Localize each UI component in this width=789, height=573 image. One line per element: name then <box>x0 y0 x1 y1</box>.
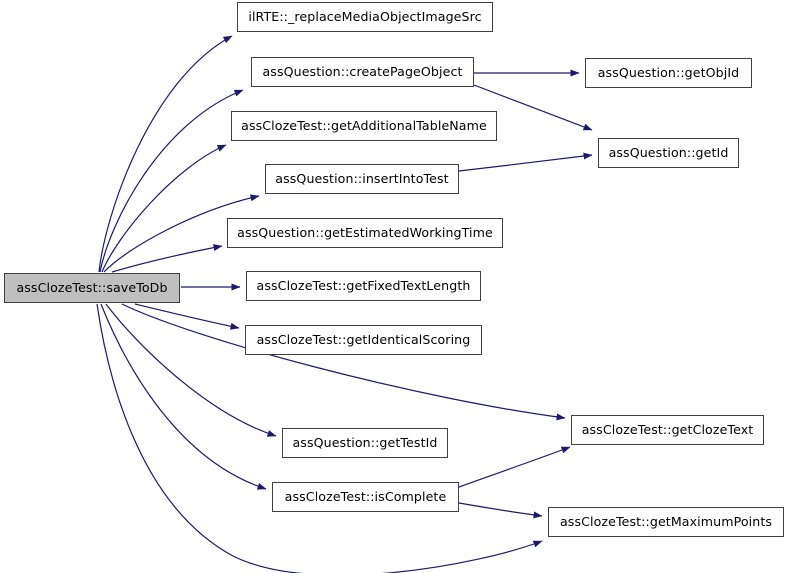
graph-edge-createPageObject-to-getId <box>473 84 593 131</box>
graph-node-saveToDb[interactable]: assClozeTest::saveToDb <box>4 273 180 303</box>
graph-node-label: assQuestion::getId <box>608 144 729 160</box>
graph-node-label: assQuestion::getEstimatedWorkingTime <box>237 224 493 240</box>
graph-edge-saveToDb-to-insertIntoTest <box>103 194 260 273</box>
graph-node-label: assQuestion::getObjId <box>597 64 740 80</box>
graph-edge-isComplete-to-getMaximumPoints <box>458 502 543 519</box>
graph-node-getId[interactable]: assQuestion::getId <box>598 138 739 168</box>
graph-node-getTestId[interactable]: assQuestion::getTestId <box>282 428 448 458</box>
graph-edge-saveToDb-to-isComplete <box>100 303 267 490</box>
graph-edge-saveToDb-to-getIdenticalScoring <box>134 303 240 330</box>
graph-node-getFixedTextLength[interactable]: assClozeTest::getFixedTextLength <box>246 271 481 301</box>
graph-edge-saveToDb-to-getMaximumPoints <box>96 303 543 573</box>
graph-edge-insertIntoTest-to-getId <box>458 152 593 172</box>
graph-edge-saveToDb-to-getEstimatedWorkingTime <box>111 244 223 273</box>
graph-edge-saveToDb-to-getTestId <box>105 303 277 437</box>
graph-edge-saveToDb-to-getClozeText <box>121 303 566 421</box>
graph-node-getMaximumPoints[interactable]: assClozeTest::getMaximumPoints <box>548 507 784 537</box>
graph-node-label: assClozeTest::getClozeText <box>581 421 754 437</box>
graph-edge-saveToDb-to-replaceMediaObjectImageSrc <box>98 35 233 273</box>
graph-node-label: assClozeTest::getFixedTextLength <box>256 277 471 293</box>
graph-edge-saveToDb-to-getAdditionalTableName <box>101 144 227 273</box>
graph-node-label: assClozeTest::getIdenticalScoring <box>256 331 471 347</box>
graph-node-getObjId[interactable]: assQuestion::getObjId <box>585 58 752 88</box>
graph-edge-isComplete-to-getClozeText <box>458 446 571 488</box>
graph-node-label: assClozeTest::isComplete <box>284 488 447 504</box>
graph-node-label: ilRTE::_replaceMediaObjectImageSrc <box>248 8 482 24</box>
graph-node-label: assClozeTest::getAdditionalTableName <box>241 117 487 133</box>
graph-node-getAdditionalTableName[interactable]: assClozeTest::getAdditionalTableName <box>231 111 497 141</box>
graph-node-label: assClozeTest::getMaximumPoints <box>559 513 773 529</box>
graph-node-label: assQuestion::getTestId <box>292 434 438 450</box>
graph-node-getEstimatedWorkingTime[interactable]: assQuestion::getEstimatedWorkingTime <box>227 218 503 248</box>
graph-node-replaceMediaObjectImageSrc[interactable]: ilRTE::_replaceMediaObjectImageSrc <box>237 2 493 32</box>
graph-node-getClozeText[interactable]: assClozeTest::getClozeText <box>571 415 764 445</box>
graph-node-insertIntoTest[interactable]: assQuestion::insertIntoTest <box>265 164 459 194</box>
graph-node-createPageObject[interactable]: assQuestion::createPageObject <box>251 57 474 87</box>
graph-node-isComplete[interactable]: assClozeTest::isComplete <box>272 482 459 512</box>
graph-node-getIdenticalScoring[interactable]: assClozeTest::getIdenticalScoring <box>245 325 482 355</box>
graph-node-label: assClozeTest::saveToDb <box>16 279 168 295</box>
graph-node-label: assQuestion::insertIntoTest <box>275 170 449 186</box>
graph-edge-saveToDb-to-createPageObject <box>99 89 244 273</box>
graph-node-label: assQuestion::createPageObject <box>262 63 463 79</box>
